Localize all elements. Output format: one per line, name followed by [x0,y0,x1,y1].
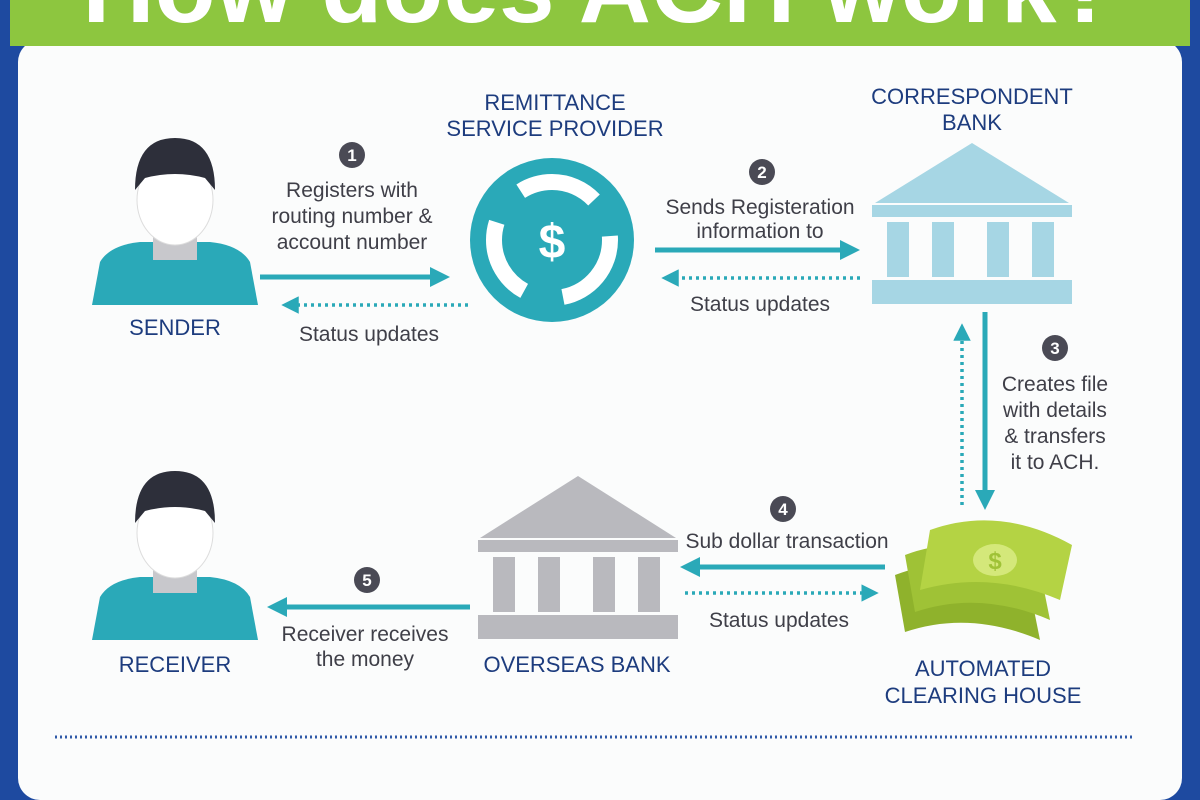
step-text: it to ACH. [1011,451,1100,474]
dollar-cycle-icon: $ [470,158,634,322]
step-text: routing number & [271,205,432,228]
title-banner [10,0,1190,46]
receiver-label: RECEIVER [119,652,231,677]
status-updates-text: Status updates [299,323,439,346]
step-number-badge [354,567,380,593]
step-number-badge [339,142,365,168]
svg-text:$: $ [539,216,566,269]
step-number-badge [1042,335,1068,361]
receiver-person-icon [92,471,258,640]
step-number: 3 [1050,339,1059,358]
step-text: Receiver receives [282,623,449,646]
correspondent-label-line1: CORRESPONDENT [871,84,1073,109]
rsp-label-line1: REMITTANCE [484,90,625,115]
sender-label: SENDER [129,315,221,340]
step-text: with details [1002,399,1107,422]
rsp-label-line2: SERVICE PROVIDER [446,116,663,141]
step-number: 1 [347,146,356,165]
status-updates-text: Status updates [709,609,849,632]
money-icon: $ [895,520,1072,640]
sender-person-icon [92,138,258,305]
step-number-badge [770,496,796,522]
correspondent-bank-icon [872,143,1072,304]
step-text: Creates file [1002,373,1108,396]
svg-text:$: $ [988,548,1002,575]
step-text: information to [696,220,823,243]
step-4: 4 Sub dollar transaction Status updates [680,496,889,632]
status-updates-text: Status updates [690,293,830,316]
step-text: Registers with [286,179,418,202]
step-3: 3 Creates file with details & transfers … [953,312,1108,510]
overseas-label: OVERSEAS BANK [483,652,670,677]
step-5: 5 Receiver receives the money [267,567,470,671]
correspondent-label-line2: BANK [942,110,1002,135]
step-1: 1 Registers with routing number & accoun… [260,142,468,346]
step-text: Sub dollar transaction [685,530,888,553]
step-2: 2 Sends Registeration information to Sta… [655,159,860,316]
step-text: & transfers [1004,425,1106,448]
step-number: 2 [757,163,766,182]
step-text: the money [316,648,415,671]
overseas-bank-icon [478,476,678,639]
page-title: How does ACH work? [82,0,1117,44]
ach-label-line2: CLEARING HOUSE [885,683,1082,708]
step-text: account number [277,231,428,254]
step-number-badge [749,159,775,185]
ach-label-line1: AUTOMATED [915,656,1051,681]
step-number: 5 [362,571,371,590]
step-text: Sends Registeration [665,196,854,219]
step-number: 4 [778,500,788,519]
